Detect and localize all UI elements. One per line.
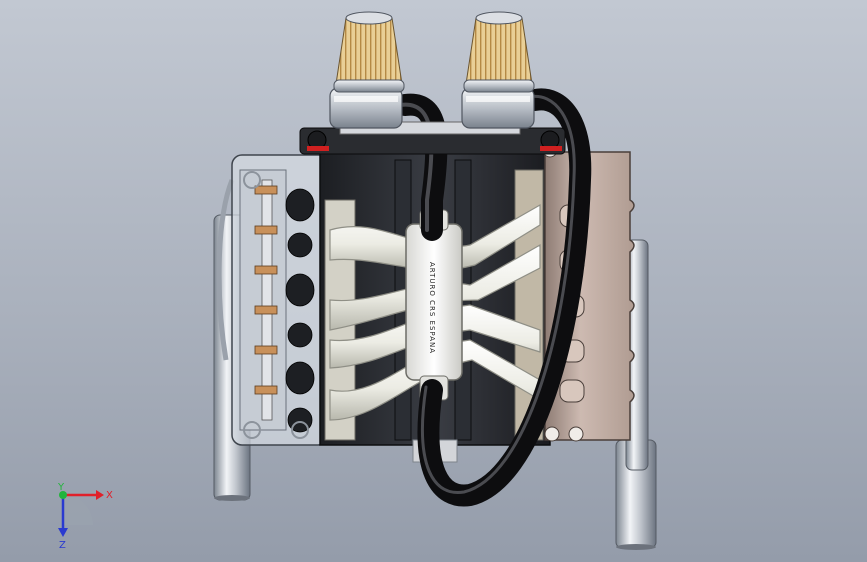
throttle-body-right [461,87,535,129]
cylinder-head-left [231,154,329,446]
x-axis-label: X [106,490,113,501]
air-filter-right [463,11,535,93]
y-axis-label: Y [57,482,65,493]
exhaust-pipes-right [615,239,657,550]
z-axis-head [58,528,68,537]
view-triad[interactable]: X Y Z [0,0,140,562]
x-axis-head [96,490,104,500]
air-filter-left [333,11,405,93]
y-axis-dot [59,491,67,499]
throttle-body-left [329,87,403,129]
z-axis-label: Z [59,540,66,551]
intake-label: ARTURO CRS ESPANA [428,262,436,354]
spark-plug-row [254,179,278,421]
